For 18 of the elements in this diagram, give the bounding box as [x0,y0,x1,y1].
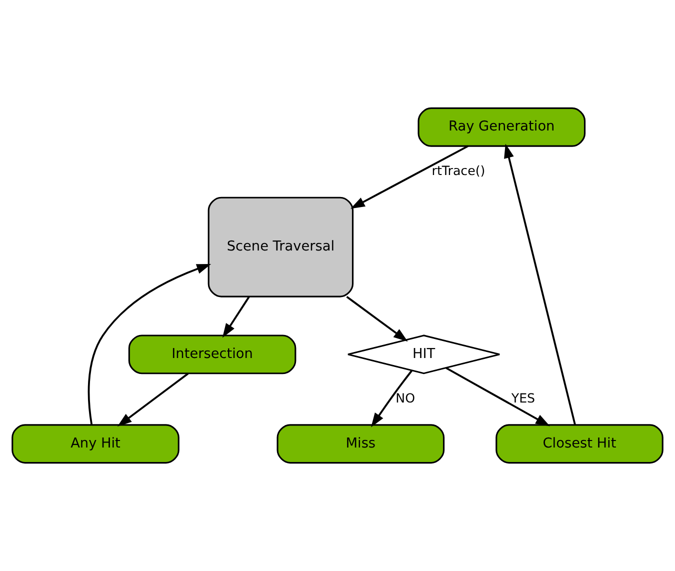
edge-label: NO [396,390,416,406]
node-box: Ray Generation [418,107,586,147]
arrow [222,296,250,338]
arrow [350,145,469,209]
arrow [504,144,576,426]
arrow [371,370,412,428]
node-diamond: HIT [347,334,500,374]
arrow [346,296,408,342]
arrow [88,264,212,425]
edge-label: YES [511,390,536,406]
edge-label: rtTrace() [432,163,486,178]
node-box: Any Hit [12,424,180,464]
arrow [446,367,550,426]
node-box: Scene Traversal [208,196,354,298]
arrow [117,372,189,426]
node-box: Intersection [128,334,296,374]
node-box: Closest Hit [496,424,664,464]
node-box: Miss [276,424,445,464]
